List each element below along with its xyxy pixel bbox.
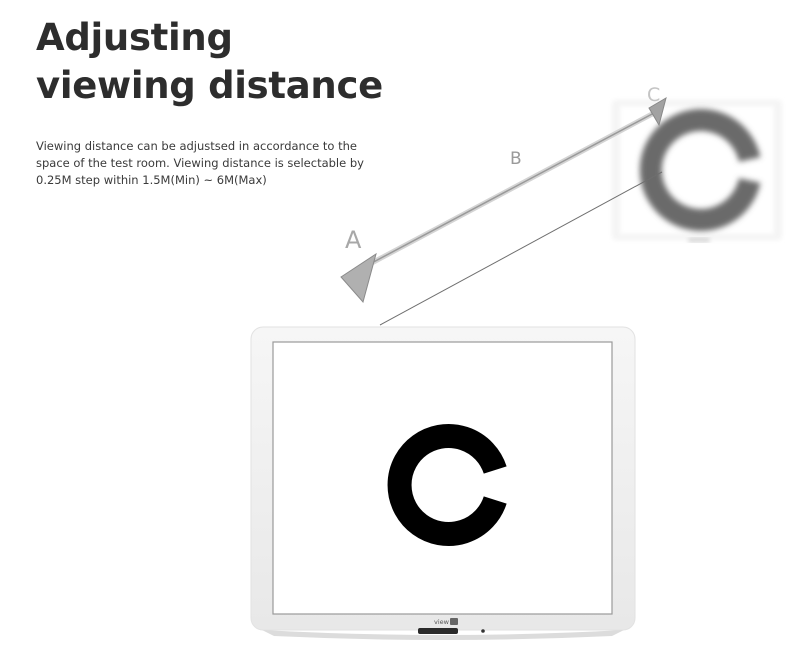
label-b: B <box>510 149 522 169</box>
far-monitor <box>612 100 782 242</box>
monitor-screen <box>272 341 613 615</box>
brand-logo: view <box>434 618 450 626</box>
label-c: C <box>647 84 660 106</box>
blurred-landolt-c-icon <box>639 109 761 231</box>
brand-logo-mark <box>450 618 458 625</box>
projection-line <box>379 171 663 326</box>
page-title: Adjusting viewing distance <box>36 16 383 107</box>
arrowhead-c-icon <box>648 96 667 127</box>
description-text: Viewing distance can be adjustsed in acc… <box>36 139 364 187</box>
arrowhead-a-icon <box>340 252 377 304</box>
distance-arrow <box>340 96 667 304</box>
power-indicator <box>481 629 485 633</box>
monitor-stand-slot <box>418 628 458 634</box>
near-monitor: view <box>250 326 636 640</box>
monitor-base-shadow <box>262 630 624 640</box>
label-a: A <box>345 226 362 254</box>
landolt-c-icon <box>387 424 507 546</box>
